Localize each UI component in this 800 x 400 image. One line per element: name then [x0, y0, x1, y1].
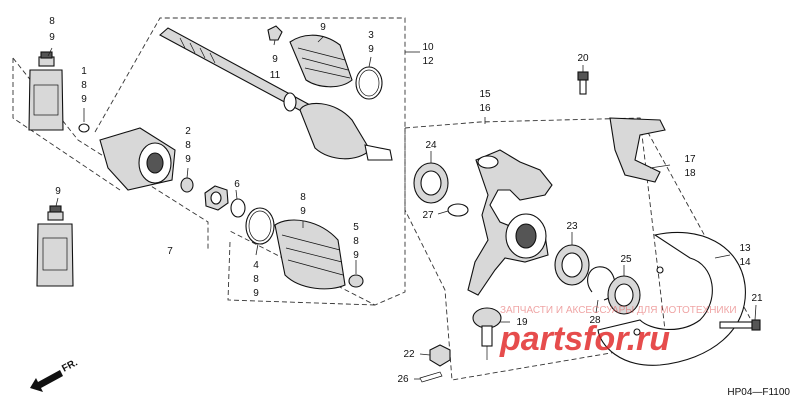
oil-bottle-upper — [28, 51, 64, 131]
front-direction-indicator: FR. — [30, 357, 80, 392]
cv-joint-outer — [99, 127, 176, 191]
boot-band-5 — [348, 274, 364, 288]
castle-nut — [204, 185, 229, 211]
steering-knuckle — [467, 149, 553, 296]
boot-inner — [289, 34, 353, 88]
circlip-2 — [180, 177, 194, 193]
leader-lines — [47, 36, 757, 380]
front-direction-label: FR. — [60, 357, 80, 374]
callout-6: 6 — [234, 179, 240, 190]
boot-band-small — [267, 25, 283, 41]
callout-26: 26 — [397, 374, 409, 385]
callout-22: 22 — [403, 349, 415, 360]
brake-hose-bracket — [609, 117, 666, 183]
callout-9-oil-lower: 9 — [55, 186, 61, 197]
ball-joint — [472, 307, 502, 360]
callout-20: 20 — [577, 53, 589, 64]
callout-28: 28 — [589, 315, 601, 326]
callout-7: 7 — [167, 246, 173, 257]
callout-21: 21 — [751, 293, 763, 304]
oil-bottle-lower — [36, 205, 74, 287]
callout-25: 25 — [620, 254, 632, 265]
drive-shaft — [159, 27, 311, 114]
front-arrow-icon — [30, 370, 63, 392]
disc-cover — [597, 231, 746, 366]
oil-seal-25 — [607, 275, 641, 315]
circlip-27 — [447, 203, 469, 217]
boot-band-upper — [355, 66, 383, 100]
callout-23: 23 — [566, 221, 578, 232]
boot-outer — [274, 219, 346, 290]
watermark-brand: partsfor.ru — [499, 320, 670, 358]
callout-27: 27 — [422, 210, 434, 221]
cotter-pin — [419, 371, 443, 383]
bolt-20 — [577, 71, 589, 95]
watermark: ЗАПЧАСТИ И АКСЕССУАРЫ ДЛЯ МОТОТЕХНИКИ pa… — [499, 305, 737, 358]
bearing-23 — [554, 244, 590, 286]
washer-6 — [230, 198, 246, 218]
bearing-24 — [413, 162, 449, 204]
callout-24: 24 — [425, 140, 437, 151]
diagram-code: HP04—F1100 — [727, 387, 790, 398]
callout-19: 19 — [516, 317, 528, 328]
cv-joint-inner — [299, 102, 393, 161]
bolt-21 — [719, 319, 761, 331]
nut-22 — [429, 344, 451, 367]
boot-band-lower — [245, 207, 275, 245]
watermark-tagline: ЗАПЧАСТИ И АКСЕССУАРЫ ДЛЯ МОТОТЕХНИКИ — [500, 305, 737, 316]
callout-9-boot-inner: 9 — [320, 22, 326, 33]
o-ring — [78, 123, 90, 133]
